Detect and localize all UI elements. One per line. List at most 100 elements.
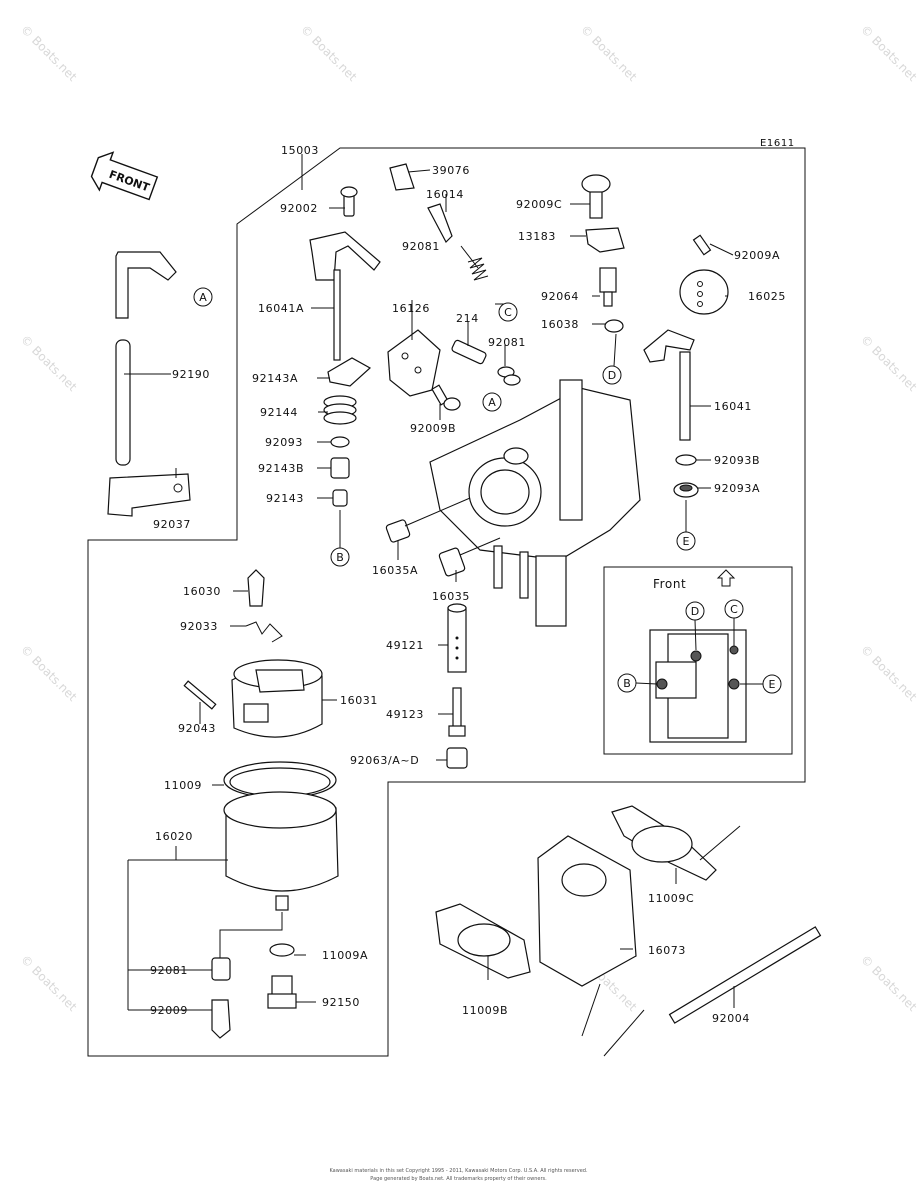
plate-92143A	[327, 357, 372, 387]
float-needle-16014	[389, 163, 453, 243]
svg-text:A: A	[199, 291, 207, 304]
jet-16035	[438, 547, 466, 577]
insulator-16073	[537, 835, 637, 987]
svg-text:C: C	[730, 603, 738, 616]
part-label: 11009C	[648, 892, 694, 905]
throttle-shaft-16041A	[309, 186, 381, 361]
part-label: 92143	[266, 492, 304, 505]
watermark: © Boats.net	[578, 22, 640, 84]
part-label: 92144	[260, 406, 298, 419]
watermark: © Boats.net	[18, 332, 80, 394]
part-label: 11009	[164, 779, 202, 792]
choke-plate-16126	[387, 329, 441, 397]
part-label: 92002	[280, 202, 318, 215]
inset-front-view	[603, 566, 793, 755]
svg-text:B: B	[623, 677, 631, 690]
spring-92081-upper	[467, 257, 489, 281]
svg-text:B: B	[336, 551, 344, 564]
bracket-13183	[585, 227, 625, 253]
float-needle-16030	[247, 569, 265, 607]
washer-11009A	[269, 943, 295, 957]
collar-92143	[332, 489, 348, 507]
spring-92144	[323, 395, 357, 425]
leader-lines	[581, 825, 741, 1057]
part-label: 92009	[150, 1004, 188, 1017]
valve-92064	[599, 267, 617, 307]
part-label: 92009B	[410, 422, 456, 435]
jet-16035A	[385, 519, 411, 543]
copyright-line: Page generated by Boats.net. All tradema…	[370, 1176, 547, 1182]
part-label: 16035	[432, 590, 470, 603]
watermark: © Boats.net	[858, 952, 917, 1014]
watermark: © Boats.net	[18, 22, 80, 84]
part-label: 92033	[180, 620, 218, 633]
part-label: 92143B	[258, 462, 304, 475]
assembly-frame	[87, 147, 806, 1057]
seal-92093A	[673, 482, 699, 498]
spring-92081-middle	[497, 366, 521, 386]
watermark: © Boats.net	[298, 22, 360, 84]
part-label: 92081	[150, 964, 188, 977]
o-ring-16038	[604, 319, 624, 333]
svg-text:D: D	[608, 369, 616, 382]
part-label: 11009B	[462, 1004, 508, 1017]
svg-text:A: A	[488, 396, 496, 409]
part-label: 16126	[392, 302, 430, 315]
part-labels: 15003 92002 16041 A 92190 92037 92143 A 92…	[150, 144, 785, 1025]
screw-92009A	[692, 234, 712, 256]
inset-leader-lines	[635, 618, 763, 685]
part-label: 92093A	[714, 482, 760, 495]
copyright-line: Kawasaki materials in this set Copyright…	[329, 1168, 588, 1174]
svg-text:C: C	[504, 306, 512, 319]
part-label: 92093B	[714, 454, 760, 467]
part-label: 49123	[386, 708, 424, 721]
washer-92093B	[675, 454, 697, 466]
pin-92043	[183, 680, 217, 710]
float-16031	[231, 659, 323, 738]
jet-92063	[446, 747, 468, 769]
screw-92009	[211, 999, 231, 1039]
choke-plate-16025	[679, 269, 729, 315]
watermark: © Boats.net	[858, 22, 917, 84]
part-label: 49121	[386, 639, 424, 652]
part-label: 16035A	[372, 564, 418, 577]
up-arrow-icon	[716, 569, 736, 587]
screw-214	[451, 339, 487, 365]
part-label: 15003	[281, 144, 319, 157]
part-label: 16020	[155, 830, 193, 843]
fuel-line-92190	[107, 251, 191, 517]
part-label: 92004	[712, 1012, 750, 1025]
part-label: 92037	[153, 518, 191, 531]
carburetor-body	[429, 379, 641, 627]
part-label: 39076	[432, 164, 470, 177]
leader-line	[404, 497, 471, 527]
watermark: © Boats.net	[18, 952, 80, 1014]
part-label: 92009C	[516, 198, 562, 211]
part-label: 16014	[426, 188, 464, 201]
leader-lines-main	[124, 154, 735, 1011]
svg-text:E: E	[769, 678, 776, 691]
part-label: 92063/A~D	[350, 754, 419, 767]
inset-title: Front	[653, 577, 686, 591]
part-label: 92064	[541, 290, 579, 303]
part-label: 16031	[340, 694, 378, 707]
part-label: 92150	[322, 996, 360, 1009]
spring-92081-lower	[211, 957, 231, 981]
part-label: 92043	[178, 722, 216, 735]
bolt-92150	[267, 975, 297, 1009]
gasket-11009	[223, 761, 337, 799]
collar-92143B	[330, 457, 350, 479]
part-label: 16030	[183, 585, 221, 598]
svg-text:D: D	[691, 605, 699, 618]
gasket-11009C	[611, 805, 717, 881]
part-label: 11009A	[322, 949, 368, 962]
part-label: 16041	[714, 400, 752, 413]
diagram-code: E1611	[760, 138, 795, 149]
part-label: 92190	[172, 368, 210, 381]
part-label: 13183	[518, 230, 556, 243]
part-label: 214	[456, 312, 479, 325]
float-bowl-16020	[223, 791, 339, 911]
svg-text:E: E	[683, 535, 690, 548]
part-label: 92093	[265, 436, 303, 449]
